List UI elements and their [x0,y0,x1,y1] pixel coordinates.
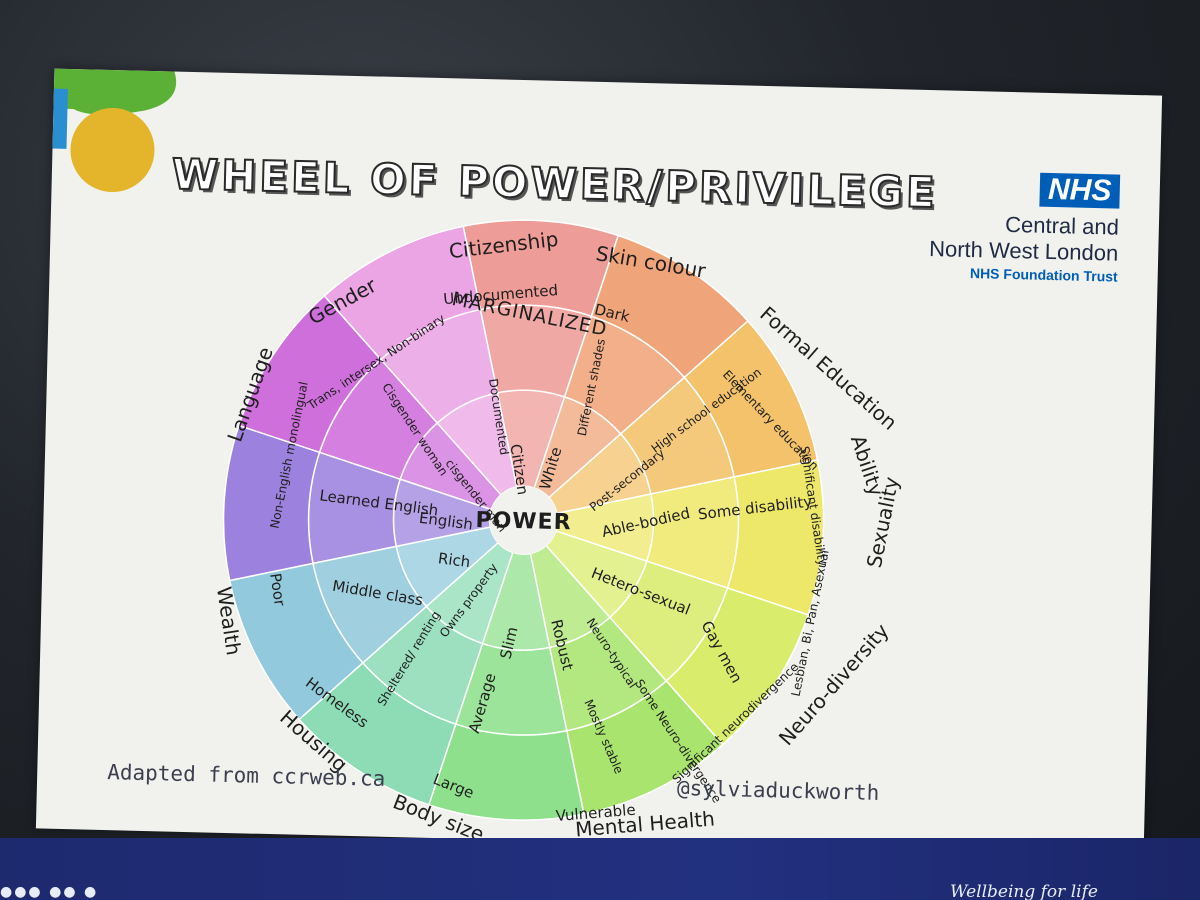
footer-dots: ●●● ●● ● [0,884,99,900]
wheel-hub [489,486,558,555]
wedge-gender-ring-3 [323,225,482,361]
wedge-wealth-ring-3 [222,424,321,582]
label-rich: Rich [437,549,471,571]
decorative-shapes [52,68,177,193]
wheel-wedges [222,219,825,821]
presentation-slide: WHEEL OF POWER/PRIVILEGE NHS Central and… [35,68,1163,856]
label-poor: Poor [266,572,289,608]
footer-bar [0,838,1200,900]
nhs-logo: NHS [1039,172,1121,209]
slide-title: WHEEL OF POWER/PRIVILEGE [170,148,939,218]
center-label: POWER [475,508,572,535]
credit-author: @sylviaduckworth [676,776,880,805]
power-privilege-wheel: POWER MARGINALIZED Citizenship Skin colo… [212,219,904,847]
footer-tagline: Wellbeing for life [950,882,1098,900]
